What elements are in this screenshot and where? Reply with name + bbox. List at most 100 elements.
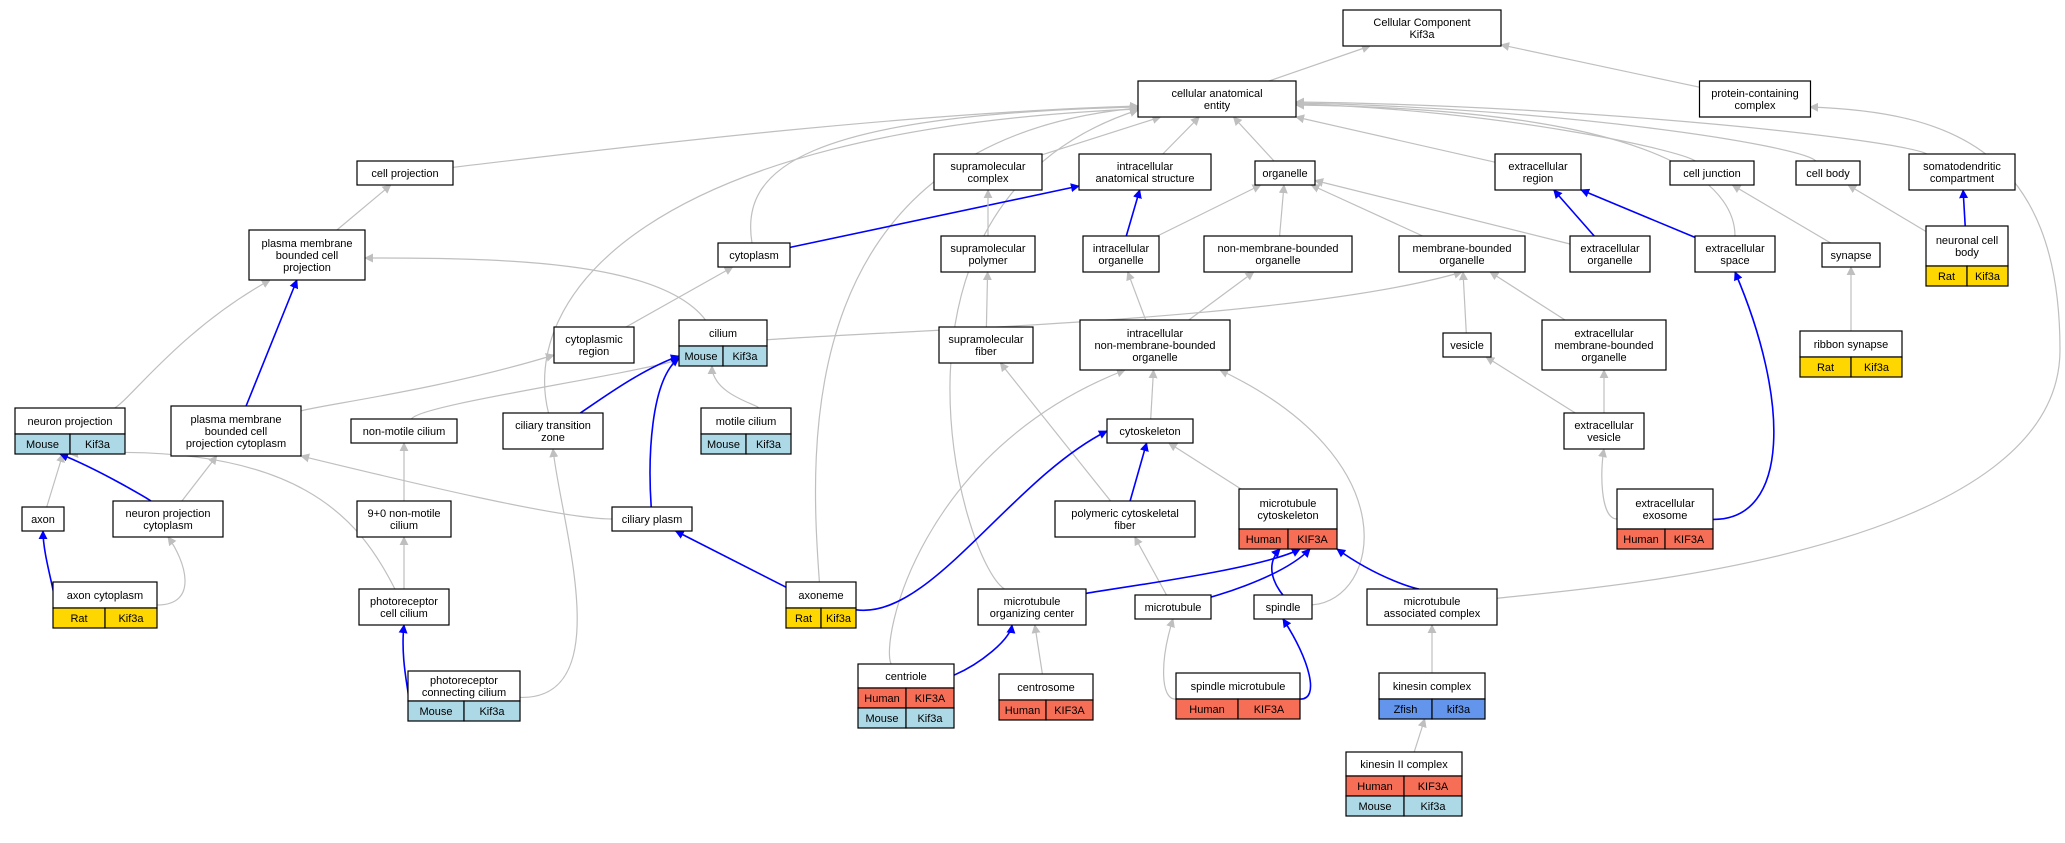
node-label: organelle [1255,255,1300,267]
edge-spin-to-mtcs [1271,548,1284,596]
species-name: Zfish [1394,704,1418,716]
species-cell [1664,528,1714,550]
node-cb[interactable]: cell body [1795,160,1861,186]
node-label: fiber [1114,520,1136,532]
edge-cent-to-mtoc [953,624,1016,676]
node-syn[interactable]: synapse [1821,242,1881,268]
node-spin[interactable]: spindle [1253,594,1313,620]
node-ves[interactable]: vesicle [1442,332,1492,358]
node-box [938,326,1034,364]
node-box [1366,588,1498,626]
node-label: non-motile cilium [363,426,446,438]
node-cyto[interactable]: cytoplasm [717,242,791,268]
node-nmc[interactable]: non-motile cilium [350,418,458,444]
species-name: Human [864,693,899,705]
edge-npc-to-np [59,452,152,502]
node-box [350,418,458,444]
node-box [1908,153,2016,191]
species-cell [1237,698,1301,720]
node-label: synapse [1831,250,1872,262]
node-label: extracellular [1508,161,1568,173]
species-name: Mouse [419,706,452,718]
node-box [1238,488,1338,530]
node-box [998,673,1094,701]
node-cysk[interactable]: cytoskeleton [1106,418,1194,444]
species-cell [820,607,857,629]
node-cj[interactable]: cell junction [1669,160,1755,186]
node-cproj[interactable]: cell projection [356,160,454,186]
gene-symbol: Kif3a [118,613,144,625]
edge-exr-to-cae [1295,114,1496,163]
node-label: cilium [709,328,737,340]
species-cell [104,607,158,629]
node-label: cell body [1806,168,1850,180]
node-label: membrane-bounded [1412,243,1511,255]
node-box [248,229,366,281]
node-label: supramolecular [950,161,1026,173]
edge-spin-to-inmbo [1219,369,1365,606]
edge-axn-to-cysk [855,430,1108,611]
node-box [700,407,792,435]
node-label: supramolecular [950,243,1026,255]
node-box [14,407,126,435]
edge-csome-to-mtoc [1031,624,1043,675]
node-label: axon cytoplasm [67,590,143,602]
node-inmbo[interactable]: intracellularnon-membrane-boundedorganel… [1079,319,1231,371]
node-label: zone [541,432,565,444]
node-label: complex [968,173,1009,185]
edge-cysk-to-inmbo [1148,369,1158,420]
node-cp[interactable]: ciliary plasm [611,506,693,532]
gene-symbol: Kif3a [826,613,852,625]
species-cell [722,345,768,367]
node-mt[interactable]: microtubule [1134,594,1212,620]
node-org[interactable]: organelle [1254,160,1316,186]
node-label: space [1720,255,1749,267]
edge-mac-to-pcc [1496,102,2061,599]
node-axon[interactable]: axon [21,506,65,532]
edge-exsp-to-cae [1295,100,1736,237]
edge-exo-to-exr [1553,189,1595,237]
node-label: associated complex [1384,608,1481,620]
